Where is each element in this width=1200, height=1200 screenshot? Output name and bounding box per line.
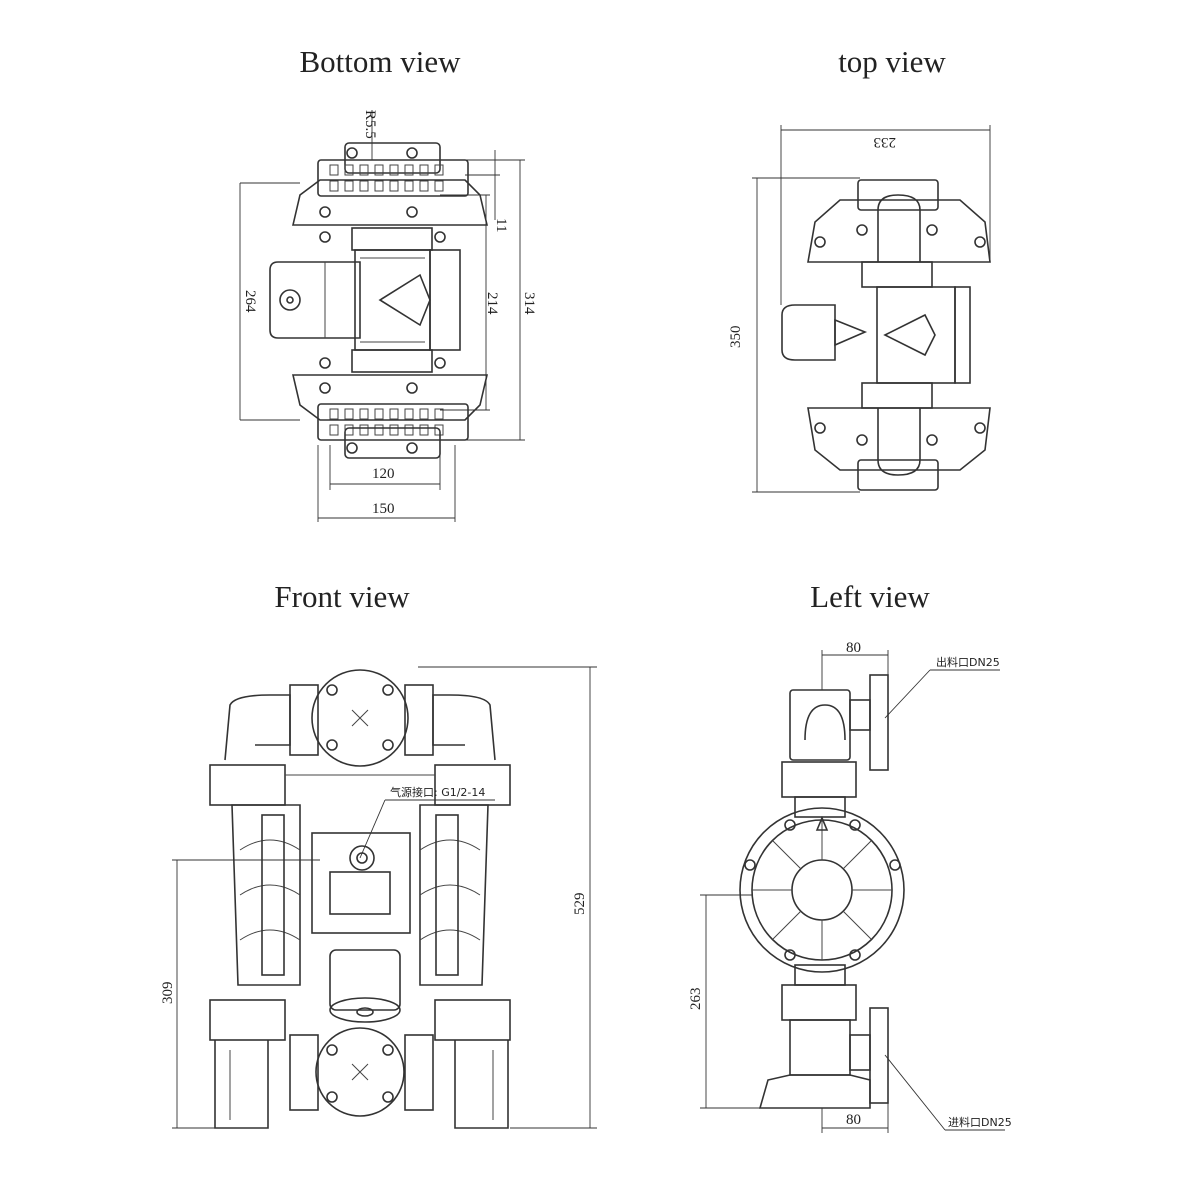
dim-80-top: 80: [846, 640, 861, 656]
dim-350: 350: [728, 326, 744, 349]
dim-264: 264: [242, 290, 258, 313]
air-inlet-label: 气源接口: G1/2-14: [390, 785, 485, 799]
dim-150: 150: [372, 501, 395, 517]
outlet-label: 出料口DN25: [936, 655, 1000, 669]
bottom-view-title: Bottom view: [299, 44, 461, 79]
dim-radius-r5-5: R5.5: [362, 110, 378, 139]
dim-263: 263: [688, 988, 704, 1011]
dim-80-bottom: 80: [846, 1112, 861, 1128]
left-view-title: Left view: [810, 579, 930, 614]
dim-120: 120: [372, 466, 395, 482]
top-view-drawing: [781, 179, 991, 491]
front-view-drawing: [209, 669, 511, 1129]
dim-309: 309: [160, 982, 176, 1005]
top-view-dimensions: [752, 125, 991, 493]
left-view-drawing: [739, 674, 905, 1109]
dim-214: 214: [484, 292, 500, 315]
left-view-dimensions: [700, 650, 1005, 1133]
top-view-title: top view: [838, 44, 946, 79]
bottom-view-drawing: [269, 142, 489, 459]
dim-233: 233: [874, 134, 897, 150]
dim-314: 314: [521, 292, 537, 315]
front-view-title: Front view: [274, 579, 410, 614]
inlet-label: 进料口DN25: [948, 1115, 1012, 1129]
dim-11: 11: [493, 218, 509, 232]
bottom-view-dimensions: [239, 110, 525, 522]
dim-529: 529: [572, 893, 588, 916]
front-view-dimensions: [172, 666, 597, 1129]
